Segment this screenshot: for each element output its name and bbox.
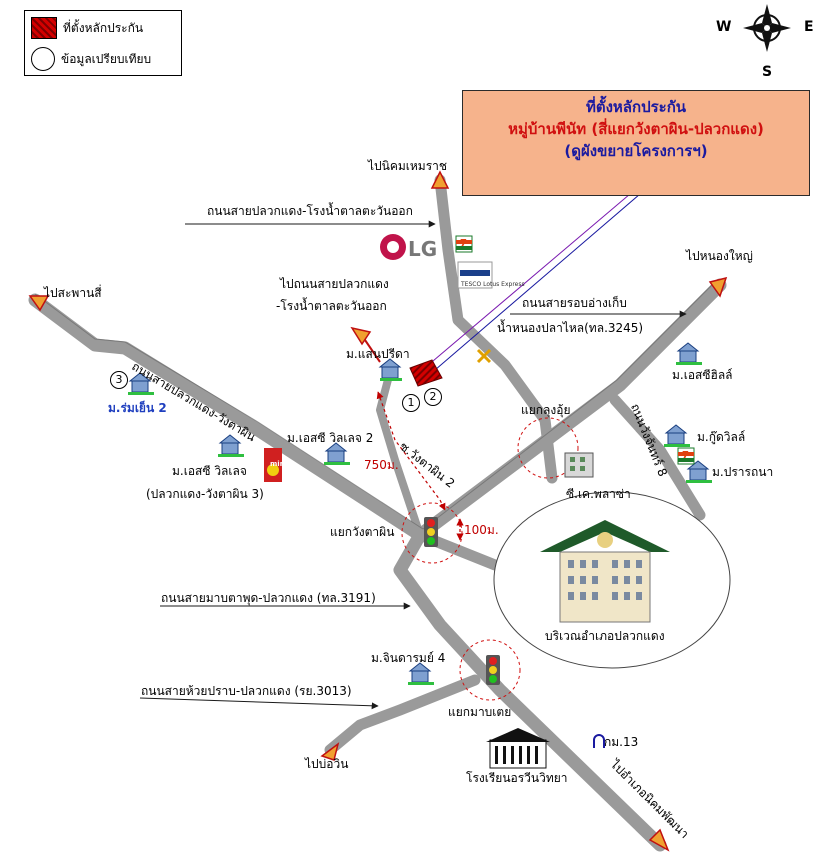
road-end-arrows	[28, 170, 728, 852]
label-km-13: กม.13	[604, 735, 639, 749]
label-road-map-ta-phut: ถนนสายมาบตาพุด-ปลวกแดง (ทล.3191)	[161, 591, 376, 605]
arrow-to-nikhom-phatthana	[648, 828, 670, 852]
arrow-to-saphan-si	[28, 295, 50, 312]
comparable-marker-1: 1	[402, 394, 420, 412]
compass-east: E	[804, 19, 814, 35]
road-pluak-wang	[28, 293, 427, 542]
label-m-jindarom-4: ม.จินดารมย์ 4	[371, 651, 446, 665]
label-m-prathana: ม.ปรารถนา	[712, 465, 774, 479]
label-to-sugar-road-1: ไปถนนสายปลวกแดง	[280, 277, 389, 291]
seven-eleven-icon-2	[677, 447, 695, 465]
label-cj-plaza: ซี.เค.พลาซ่า	[566, 487, 631, 501]
house-icon-prathana	[686, 460, 712, 483]
arrow-to-nong-yai	[708, 276, 728, 298]
house-icon-sc-hills	[676, 342, 702, 365]
legend-box: ที่ตั้งหลักประกัน ข้อมูลเปรียบเทียบ	[24, 10, 182, 76]
district-office-icon	[540, 520, 670, 623]
label-m-saenpreeda: ม.แสนปรีดา	[346, 347, 410, 361]
label-laem-map-toei: แยกมาบเตย	[448, 705, 512, 719]
location-callout: ที่ตั้งหลักประกัน หมู่บ้านพีนัท (สี่แยกว…	[462, 90, 810, 196]
label-tesco: TESCO Lotus Express	[461, 281, 525, 288]
house-icon-romyen	[128, 372, 154, 395]
label-to-nong-yai: ไปหนองใหญ่	[686, 249, 753, 263]
legend-comparable-label: ข้อมูลเปรียบเทียบ	[61, 51, 152, 66]
tesco-logo	[457, 261, 493, 289]
distance-750-line	[376, 391, 446, 511]
label-to-saphan-si: ไปสะพานสี่	[44, 286, 102, 300]
label-road-sugar: ถนนสายปลวกแดง-โรงน้ำตาลตะวันออก	[207, 204, 413, 218]
school-icon	[486, 728, 550, 769]
label-seven-2: 7	[682, 450, 689, 461]
legend-hatch-swatch	[31, 17, 57, 39]
label-to-sugar-road-2: -โรงน้ำตาลตะวันออก	[276, 299, 387, 313]
house-icons	[128, 342, 712, 685]
label-school: โรงเรียนอรวีนวิทยา	[466, 771, 568, 785]
callout-project: หมู่บ้านพีนัท (สี่แยกวังตาผิน-ปลวกแดง)	[508, 119, 764, 138]
callout-title: ที่ตั้งหลักประกัน	[585, 98, 687, 116]
seven-eleven-icon	[455, 235, 473, 253]
compass-rose	[743, 4, 791, 52]
comparable-marker-2: 2	[424, 388, 442, 406]
label-dist-100: 100ม.	[464, 523, 499, 537]
km-marker-icon	[593, 734, 605, 748]
compass-west: W	[716, 19, 732, 35]
label-district-area: บริเวณอำเภอปลวกแดง	[545, 629, 665, 643]
label-m-sc-hills: ม.เอสซีฮิลล์	[672, 368, 733, 382]
house-icon-sc-village-2	[324, 442, 350, 465]
label-m-sc-village: ม.เอสซี วิลเลจ	[172, 464, 247, 478]
callout-note: (ดูผังขยายโครงการฯ)	[564, 141, 708, 160]
label-m-goodville: ม.กู๊ดวิลล์	[697, 430, 746, 444]
legend-comparable: ข้อมูลเปรียบเทียบ	[31, 47, 151, 71]
house-icon-saenpreeda	[378, 358, 402, 381]
compass-south: S	[762, 64, 773, 80]
comparable-marker-3: 3	[110, 371, 128, 389]
cj-plaza-icon	[564, 452, 594, 478]
intersection-lung-ui-circle	[517, 417, 579, 479]
label-road-huai-prap: ถนนสายห้วยปราบ-ปลวกแดง (รย.3013)	[141, 684, 352, 698]
arrow-to-bo-win	[320, 742, 340, 761]
road-south	[393, 528, 667, 852]
road-wang-chang-8	[609, 394, 706, 521]
legend-main-location-label: ที่ตั้งหลักประกัน	[63, 20, 144, 35]
arrow-shaft-sugar-road	[364, 339, 381, 363]
label-road-reservoir-2: น้ำหนองปลาไหล(ทล.3245)	[497, 321, 644, 335]
label-lg: LG	[408, 237, 438, 261]
house-icon-goodville	[664, 424, 690, 447]
label-m-sc-village-2: ม.เอสซี วิลเลจ 2	[287, 431, 374, 445]
label-m-romyen-2: ม.ร่มเย็น 2	[108, 401, 167, 415]
label-to-bo-win: ไปบ่อวิน	[305, 757, 349, 771]
label-to-nikhom: ไปนิคมเหมราช	[368, 159, 448, 173]
pointer-road-huai-prap	[139, 697, 379, 710]
legend-circle-swatch	[31, 47, 55, 71]
traffic-light-icon-map-toei	[486, 655, 500, 685]
legend-main-location: ที่ตั้งหลักประกัน	[31, 17, 143, 39]
label-road-reservoir-1: ถนนสายรอบอ่างเก็บ	[522, 296, 627, 310]
label-dist-750: 750ม.	[364, 458, 399, 472]
label-laem-lung-ui: แยกลุงอุ้ย	[521, 403, 571, 417]
road-to-nong-yai	[413, 278, 727, 542]
label-m-sc-village-sub: (ปลวกแดง-วังตาผิน 3)	[146, 487, 264, 501]
road-to-bo-win	[324, 674, 481, 756]
label-laem-wang-tapin: แยกวังตาผิน	[330, 525, 395, 539]
mini-big-c-logo	[264, 448, 282, 482]
intersection-map-toei-circle	[459, 639, 521, 701]
house-icon-sc-village	[218, 434, 244, 457]
lg-logo	[380, 234, 406, 260]
main-location-marker	[409, 359, 443, 387]
arrow-to-sugar-road	[350, 326, 372, 346]
label-mini: mini	[270, 460, 288, 468]
arrow-to-nikhom	[430, 170, 450, 189]
crossing-icon	[476, 348, 492, 364]
road-to-nikhom	[434, 174, 558, 484]
callout-pointer-1	[427, 193, 641, 377]
callout-pointer-2	[419, 193, 631, 373]
house-icon-jindarom	[408, 662, 434, 685]
traffic-light-icon-wang-tapin	[424, 517, 438, 547]
label-seven: 7	[460, 238, 467, 249]
